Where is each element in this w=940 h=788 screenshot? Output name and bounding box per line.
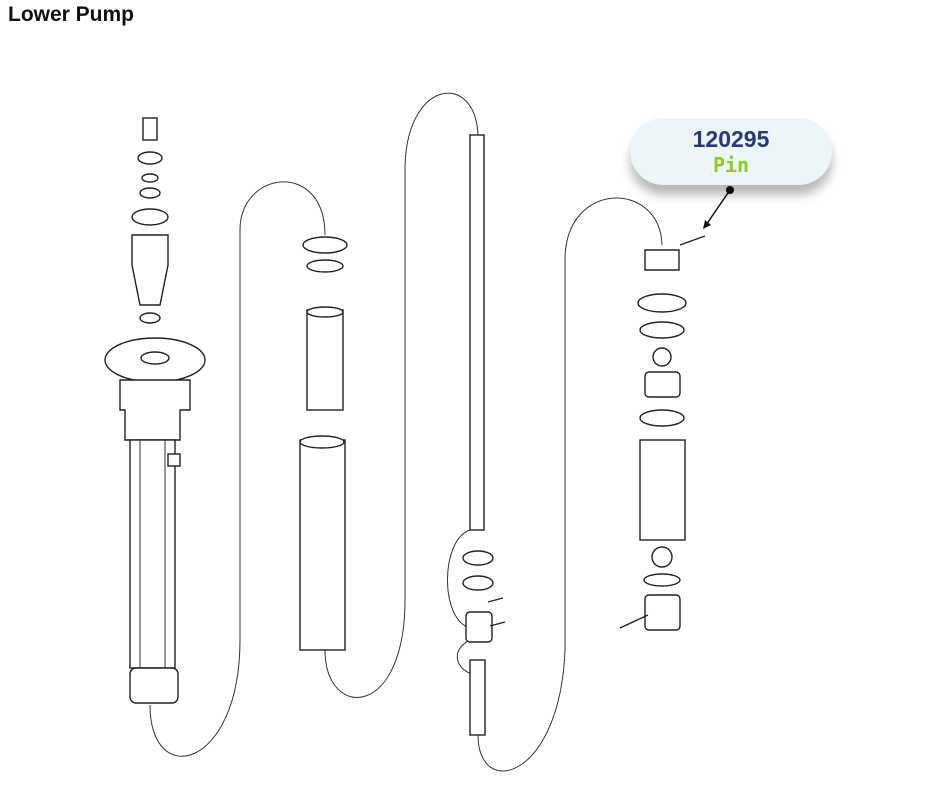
left-pump-assembly[interactable] <box>104 117 206 704</box>
pump-rod[interactable] <box>462 134 506 736</box>
callout-arrow <box>705 189 731 226</box>
cylinder-parts[interactable] <box>299 236 348 651</box>
right-pump-assembly[interactable] <box>619 235 706 631</box>
pin-part[interactable] <box>679 235 706 246</box>
assembly-connector-line <box>149 92 663 772</box>
part-callout[interactable]: 120295 Pin <box>630 118 832 185</box>
arrow-head-icon <box>703 220 711 229</box>
part-number: 120295 <box>692 126 770 152</box>
part-name: Pin <box>712 153 750 177</box>
page-title: Lower Pump <box>8 3 135 26</box>
